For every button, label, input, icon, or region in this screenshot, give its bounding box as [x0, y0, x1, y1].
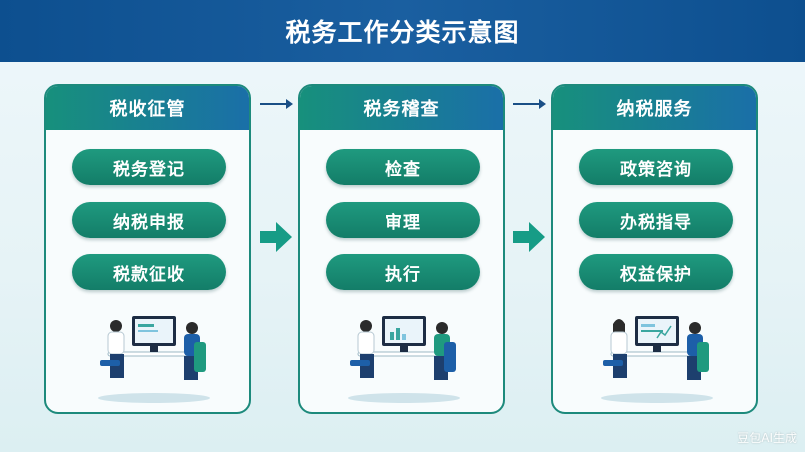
- header-banner: 税务工作分类示意图: [0, 0, 805, 62]
- category-item: 执行: [326, 254, 480, 290]
- category-item: 税务登记: [72, 149, 226, 185]
- column-heading: 纳税服务: [553, 86, 756, 130]
- ai-generated-watermark: 豆包AI生成: [737, 431, 797, 445]
- flow-arrow-icon: [260, 222, 292, 252]
- column-heading: 税收征管: [46, 86, 249, 130]
- office-workers-illustration: [601, 316, 713, 403]
- category-item: 权益保护: [579, 254, 733, 290]
- page-title: 税务工作分类示意图: [285, 18, 520, 47]
- right-arrow-icon: [513, 99, 546, 109]
- column-tax-audit: 税务稽查 检查 审理 执行: [298, 84, 505, 414]
- right-arrow-icon: [260, 99, 293, 109]
- category-item: 审理: [326, 202, 480, 238]
- office-workers-illustration: [98, 316, 210, 403]
- category-item: 政策咨询: [579, 149, 733, 185]
- category-item: 税款征收: [72, 254, 226, 290]
- column-tax-collection: 税收征管 税务登记 纳税申报 税款征收: [44, 84, 251, 414]
- column-heading: 税务稽查: [300, 86, 503, 130]
- flow-arrow-icon: [513, 222, 545, 252]
- office-workers-illustration: [348, 316, 460, 403]
- column-taxpayer-service: 纳税服务 政策咨询 办税指导 权益保护: [551, 84, 758, 414]
- category-item: 检查: [326, 149, 480, 185]
- category-item: 纳税申报: [72, 202, 226, 238]
- category-item: 办税指导: [579, 202, 733, 238]
